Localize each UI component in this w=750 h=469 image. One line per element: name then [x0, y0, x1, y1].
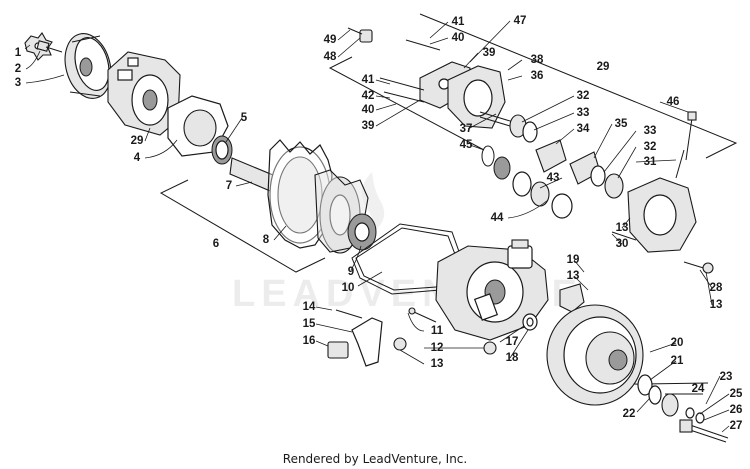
bracket-part-19: [559, 283, 585, 313]
callout-label[interactable]: 47: [514, 15, 527, 27]
callout-label[interactable]: 13: [710, 299, 723, 311]
bolt-part-46: [685, 111, 697, 161]
callout-label[interactable]: 35: [615, 118, 628, 130]
brake-caliper-housing: [627, 177, 697, 253]
callout-label[interactable]: 39: [483, 47, 496, 59]
callout-label[interactable]: 7: [226, 180, 232, 192]
nut-part-12: [483, 341, 497, 355]
callout-label[interactable]: 37: [460, 123, 473, 135]
callout-label[interactable]: 40: [362, 104, 375, 116]
bearing-part-9: [347, 213, 377, 251]
callout-label[interactable]: 38: [531, 54, 544, 66]
callout-label[interactable]: 24: [692, 383, 705, 395]
callout-label[interactable]: 30: [616, 238, 629, 250]
footer-credit: Rendered by LeadVenture, Inc.: [282, 452, 468, 466]
callout-label[interactable]: 43: [547, 172, 560, 184]
pad-part-16: [327, 341, 349, 359]
callout-label[interactable]: 27: [730, 420, 743, 432]
callout-label[interactable]: 6: [213, 238, 219, 250]
callout-label[interactable]: 2: [15, 63, 21, 75]
washer-part-17: [522, 313, 538, 331]
leader-lines: [24, 20, 730, 433]
bolt-part-30: [611, 231, 637, 241]
callout-label[interactable]: 16: [303, 335, 316, 347]
callout-label[interactable]: 5: [241, 112, 248, 124]
screw-part-11: [408, 307, 437, 323]
callout-label[interactable]: 26: [730, 404, 743, 416]
callout-label[interactable]: 33: [577, 107, 590, 119]
brake-pad-part-34: [535, 139, 567, 173]
callout-label[interactable]: 18: [506, 352, 519, 364]
callout-label[interactable]: 44: [491, 212, 504, 224]
drive-sheave-part-3: [64, 33, 112, 99]
callout-label[interactable]: 32: [644, 141, 657, 153]
bearings-parts-43-44: [493, 156, 573, 219]
callout-label[interactable]: 40: [452, 32, 465, 44]
callout-label[interactable]: 4: [134, 152, 141, 164]
driven-clutch-part-20: [546, 304, 644, 406]
callout-label[interactable]: 49: [324, 34, 337, 46]
callout-label[interactable]: 21: [671, 355, 684, 367]
bearing-ring-part-33b: [590, 165, 624, 199]
spacer-parts-21-22: [637, 374, 705, 424]
callout-label[interactable]: 13: [431, 358, 444, 370]
snap-ring-part-45: [481, 145, 495, 167]
callout-label[interactable]: 33: [644, 125, 657, 137]
bolt-part-28: [683, 261, 714, 274]
callout-labels: 1 2 3 29 4 5 7 6 8 9 10 14 15 16 11 12 1…: [15, 15, 743, 432]
callout-label[interactable]: 12: [431, 342, 444, 354]
fitting-part-49: [347, 27, 373, 43]
callout-label[interactable]: 8: [263, 234, 270, 246]
callout-label[interactable]: 45: [460, 139, 473, 151]
callout-label[interactable]: 39: [362, 120, 375, 132]
callout-label[interactable]: 17: [506, 336, 519, 348]
callout-label[interactable]: 13: [567, 270, 580, 282]
callout-label[interactable]: 20: [671, 337, 684, 349]
callout-label[interactable]: 15: [303, 318, 316, 330]
bearing-parts-32-33: [509, 114, 538, 143]
callout-label[interactable]: 42: [362, 90, 375, 102]
callout-label[interactable]: 29: [597, 61, 610, 73]
callout-label[interactable]: 48: [324, 51, 337, 63]
cover-plate-part-4: [167, 95, 229, 157]
bracket-part-15: [335, 309, 383, 367]
callout-label[interactable]: 22: [623, 408, 636, 420]
callout-label[interactable]: 3: [15, 77, 21, 89]
chaincase-housing: [435, 239, 549, 341]
clutch-housing-part-29: [107, 51, 181, 136]
bolt-part-31: [675, 149, 685, 179]
bolt-part-2: [36, 40, 63, 53]
callout-label[interactable]: 29: [131, 135, 144, 147]
group-brackets: [159, 13, 738, 395]
studs-parts-40-41-42: [379, 39, 441, 103]
callout-label[interactable]: 28: [710, 282, 723, 294]
callout-label[interactable]: 14: [303, 301, 316, 313]
callout-label[interactable]: 13: [616, 222, 629, 234]
upper-housing-part-29: [447, 65, 506, 129]
callout-label[interactable]: 9: [348, 266, 354, 278]
callout-label[interactable]: 19: [567, 254, 580, 266]
callout-label[interactable]: 1: [15, 47, 22, 59]
callout-label[interactable]: 23: [720, 371, 733, 383]
callout-label[interactable]: 36: [531, 70, 544, 82]
callout-label[interactable]: 41: [362, 74, 375, 86]
callout-label[interactable]: 31: [644, 156, 657, 168]
nut-part-13-a: [393, 337, 407, 351]
callout-label[interactable]: 34: [577, 123, 590, 135]
callout-label[interactable]: 32: [577, 90, 590, 102]
callout-label[interactable]: 46: [667, 96, 680, 108]
callout-label[interactable]: 25: [730, 388, 743, 400]
callout-label[interactable]: 41: [452, 16, 465, 28]
callout-label[interactable]: 11: [431, 325, 444, 337]
seal-ring-part-5: [211, 135, 233, 165]
callout-label[interactable]: 10: [342, 282, 355, 294]
gear-assembly-part-7: [229, 139, 369, 254]
bolt-part-27: [679, 419, 729, 443]
